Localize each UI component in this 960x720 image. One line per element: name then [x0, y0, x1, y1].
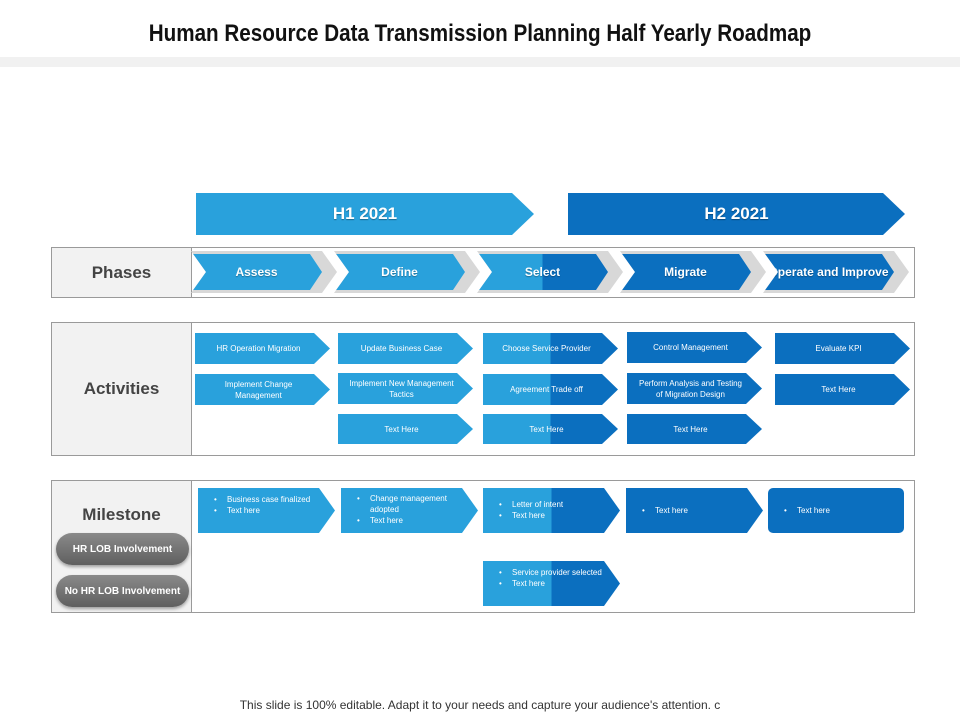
milestone-operate-list: Text here: [784, 505, 886, 516]
milestone-migrate-list: Text here: [642, 505, 745, 516]
activity-hr-operation-migration: HR Operation Migration: [195, 333, 330, 364]
milestone-bullet: Text here: [499, 578, 602, 589]
milestone-bullet: Text here: [357, 515, 460, 526]
phase-select-frame: Select: [477, 251, 623, 293]
phase-define: Define: [334, 254, 465, 290]
activity-migrate-text-here: Text Here: [627, 414, 762, 444]
milestone-bullet: Service provider selected: [499, 567, 602, 578]
milestone-migrate: Text here: [626, 488, 763, 533]
activity-select-text-here: Text Here: [483, 414, 618, 444]
phase-operate-frame: Operate and Improve: [763, 251, 909, 293]
phase-operate-improve: Operate and Improve: [763, 254, 894, 290]
milestone-bullet: Letter of intent: [499, 499, 602, 510]
milestone-bullet: Change management adopted: [357, 493, 460, 515]
phase-migrate: Migrate: [620, 254, 751, 290]
milestone-select-list: Letter of intent Text here: [499, 499, 602, 521]
activity-control-management: Control Management: [627, 332, 762, 363]
milestone-define: Change management adopted Text here: [341, 488, 478, 533]
milestone-select-extra-list: Service provider selected Text here: [499, 567, 602, 589]
milestone-assess: Business case finalized Text here: [198, 488, 335, 533]
phase-assess-frame: Assess: [191, 251, 337, 293]
milestone-select-extra: Service provider selected Text here: [483, 561, 620, 606]
phases-label: Phases: [52, 248, 192, 297]
milestone-select: Letter of intent Text here: [483, 488, 620, 533]
milestone-bullet: Business case finalized: [214, 494, 317, 505]
milestone-assess-list: Business case finalized Text here: [214, 494, 317, 516]
milestone-bullet: Text here: [642, 505, 745, 516]
milestone-operate: Text here: [768, 488, 904, 533]
activities-label: Activities: [52, 323, 192, 455]
milestone-bullet: Text here: [784, 505, 886, 516]
activity-implement-change-management: Implement Change Management: [195, 374, 330, 405]
activity-agreement-trade-off: Agreement Trade off: [483, 374, 618, 405]
phase-select: Select: [477, 254, 608, 290]
footer-note: This slide is 100% editable. Adapt it to…: [239, 698, 721, 712]
slide-title: Human Resource Data Transmission Plannin…: [148, 20, 812, 47]
activity-operate-text-here: Text Here: [775, 374, 910, 405]
phase-assess: Assess: [191, 254, 322, 290]
activity-define-text-here: Text Here: [338, 414, 473, 444]
activity-update-business-case: Update Business Case: [338, 333, 473, 364]
phase-define-frame: Define: [334, 251, 480, 293]
activity-evaluate-kpi: Evaluate KPI: [775, 333, 910, 364]
phase-migrate-frame: Migrate: [620, 251, 766, 293]
activity-choose-service-provider: Choose Service Provider: [483, 333, 618, 364]
no-hr-lob-involvement-legend: No HR LOB Involvement: [56, 575, 189, 607]
h1-header-arrow: H1 2021: [196, 193, 534, 235]
h2-header-arrow: H2 2021: [568, 193, 905, 235]
activity-implement-new-management-tactics: Implement New Management Tactics: [338, 373, 473, 404]
activity-perform-analysis-testing: Perform Analysis and Testing of Migratio…: [627, 373, 762, 404]
title-divider: [0, 57, 960, 67]
hr-lob-involvement-legend: HR LOB Involvement: [56, 533, 189, 565]
milestone-bullet: Text here: [499, 510, 602, 521]
milestone-bullet: Text here: [214, 505, 317, 516]
milestone-define-list: Change management adopted Text here: [357, 493, 460, 526]
